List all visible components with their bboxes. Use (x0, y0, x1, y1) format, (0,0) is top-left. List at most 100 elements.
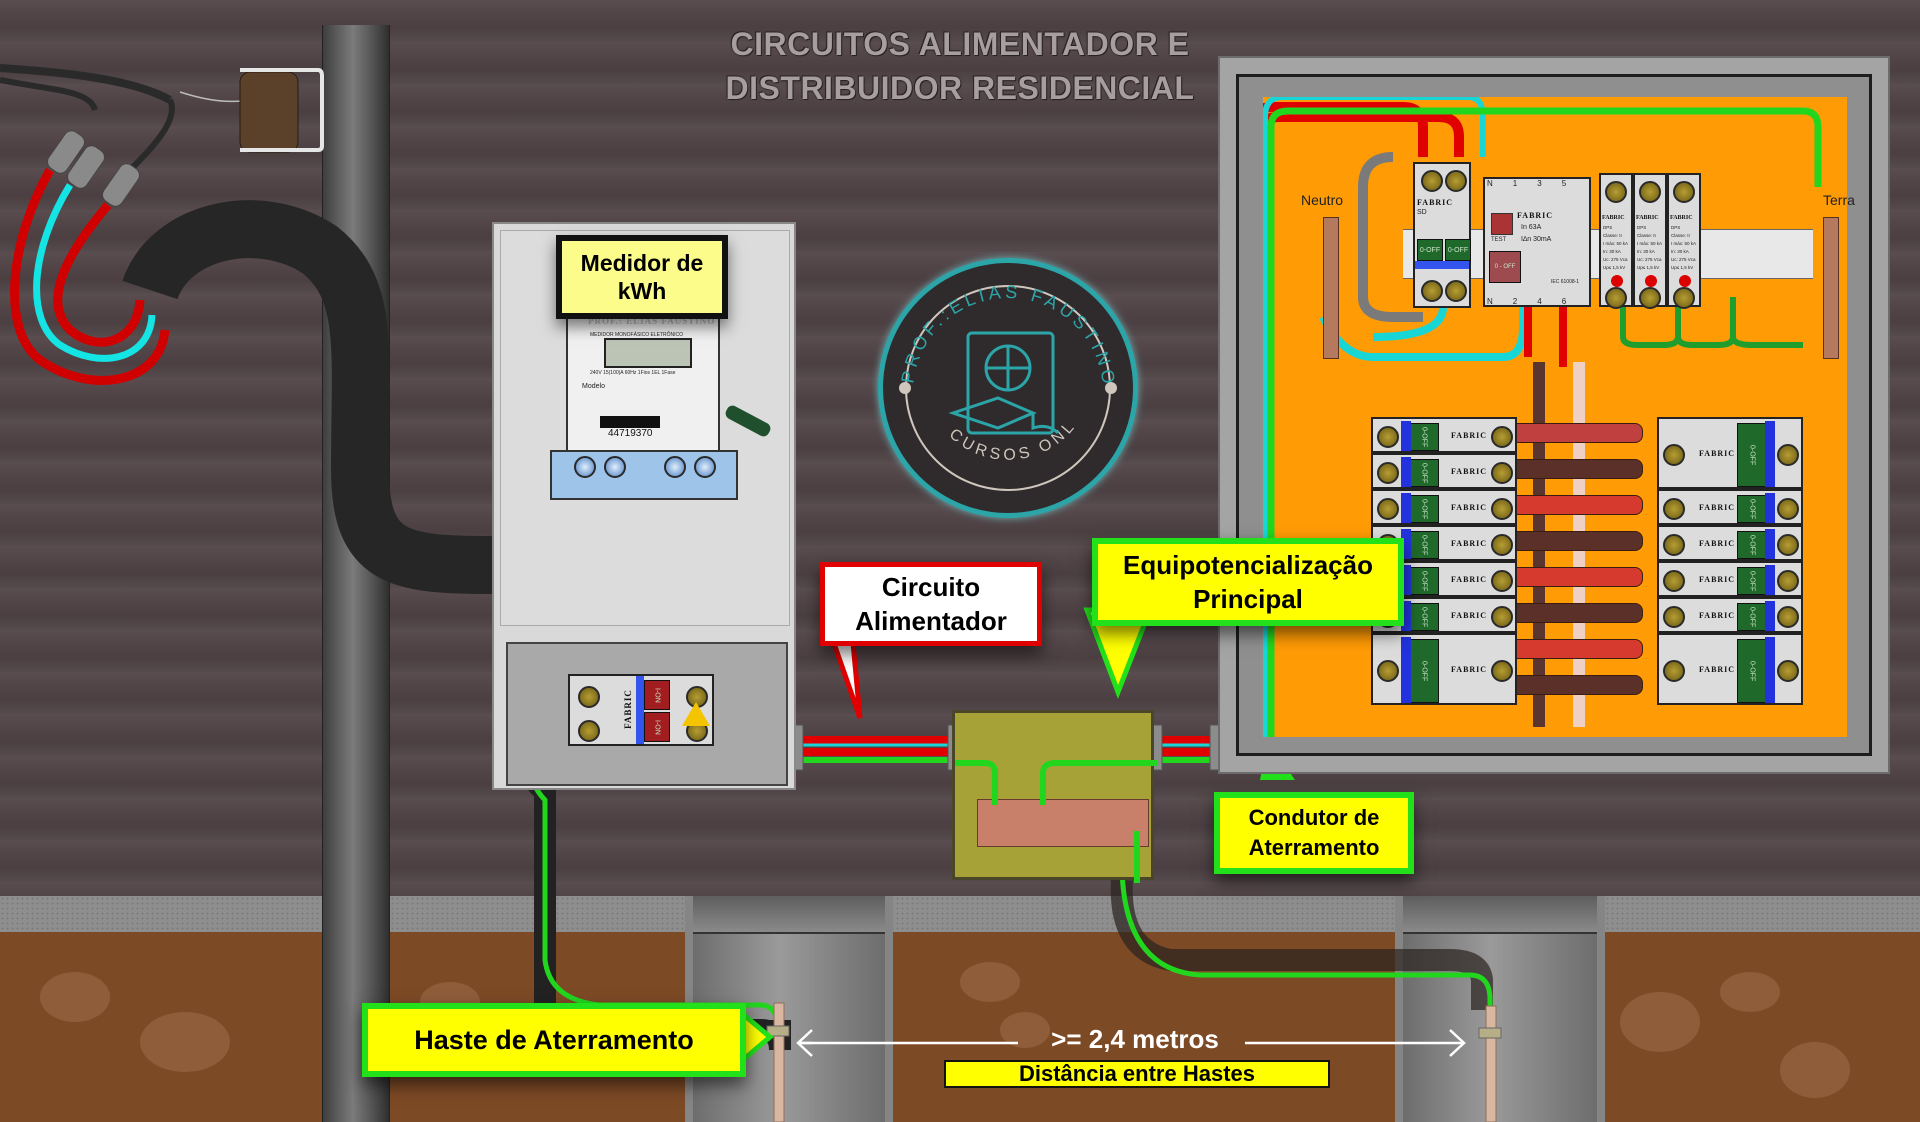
terminal-screw (1445, 170, 1467, 192)
breaker-brand: FABRIC (1699, 665, 1736, 674)
terminal-screw (1673, 287, 1695, 309)
soil-stone (1780, 1042, 1850, 1098)
breaker-brand: FABRIC (1699, 503, 1736, 512)
neutral-wire (1372, 306, 1447, 341)
earth-wire (1267, 107, 1822, 737)
terminal-screw (1663, 570, 1685, 592)
breaker-toggle[interactable]: 0-OFF (1409, 423, 1439, 451)
main-breaker-toggle[interactable]: I-ON (644, 680, 670, 710)
breaker-toggle[interactable]: 0-OFF (1737, 639, 1767, 703)
dps-spec-line: Up≤ 1,5 kV (1603, 265, 1626, 270)
terminal-screw (1777, 570, 1799, 592)
main-breaker-toggle[interactable]: I-ON (644, 712, 670, 742)
ground-conductor-callout: Condutor de Aterramento (1214, 792, 1414, 874)
terminal-screw (1605, 287, 1627, 309)
general-breaker-toggle[interactable]: 0-OFF (1445, 239, 1471, 261)
dps-status-indicator (1645, 275, 1657, 287)
terminal-screw (1491, 660, 1513, 682)
meter-specs: 240V 15(100)A 60Hz 1Fios 1EL 1Fase (590, 370, 676, 376)
terminal-screw (1377, 498, 1399, 520)
general-breaker[interactable]: FABRIC SD 0-OFF 0-OFF (1413, 162, 1471, 308)
breaker-toggle[interactable]: 0-OFF (1409, 531, 1439, 559)
terminal-screw (1377, 660, 1399, 682)
breaker-toggle[interactable]: 0-OFF (1409, 603, 1439, 631)
breaker-toggle[interactable]: 0-OFF (1409, 459, 1439, 487)
service-conduit (122, 200, 493, 594)
soil-stone (140, 1012, 230, 1072)
soil-stone (1720, 972, 1780, 1012)
bridge-wire (1358, 152, 1423, 322)
breaker-handle-bar (636, 676, 644, 744)
terminal-label: N (1487, 179, 1493, 188)
terminal-screw (1639, 287, 1661, 309)
phase-wire (53, 202, 145, 347)
bonding-callout: Equipotencialização Principal (1092, 538, 1404, 626)
breaker-handle (1765, 565, 1775, 595)
dps-status-indicator (1611, 275, 1623, 287)
arrow-right-head (1449, 1029, 1466, 1057)
terminal-screw (1377, 462, 1399, 484)
splice-connector (47, 130, 85, 174)
breaker-toggle[interactable]: 0-OFF (1737, 495, 1767, 523)
breaker-toggle[interactable]: 0-OFF (1737, 423, 1767, 487)
ground-conductor-line1: Condutor de (1248, 805, 1380, 830)
rod-clamp (1478, 1027, 1502, 1039)
meter-watermark: PROF.: ELIAS FAUSTINO (588, 316, 716, 326)
breaker-toggle[interactable]: 0-OFF (1409, 639, 1439, 703)
earth-conduit (1110, 879, 1493, 1010)
terminal-screw (1777, 498, 1799, 520)
terminal-screw (1421, 170, 1443, 192)
breaker-toggle[interactable]: 0-OFF (1737, 567, 1767, 595)
meter-callout-text: Medidor de kWh (580, 250, 704, 304)
terminal-label: 3 (1537, 179, 1542, 188)
breaker-toggle[interactable]: 0-OFF (1737, 603, 1767, 631)
dr-toggle[interactable]: 0 - OFF (1489, 251, 1521, 283)
meter-barcode (600, 416, 660, 428)
terminal-screw (604, 456, 626, 478)
breaker-toggle[interactable]: 0-OFF (1409, 567, 1439, 595)
residual-current-device[interactable]: N 1 3 5 TEST FABRIC In 63A I∆n 30mA 0 - … (1483, 177, 1591, 307)
general-breaker-type: SD (1417, 209, 1427, 216)
meter-header: MEDIDOR MONOFÁSICO ELETRÔNICO (590, 332, 684, 338)
dps-spec-line: DPS (1671, 225, 1681, 230)
dps-brand: FABRIC (1636, 215, 1659, 221)
dr-sensitivity: I∆n 30mA (1521, 236, 1552, 243)
terminal-screw (1663, 534, 1685, 556)
bonding-box (952, 710, 1157, 883)
service-drop-cable (127, 98, 175, 173)
breaker-toggle[interactable]: 0-OFF (1737, 531, 1767, 559)
earth-wire (955, 760, 998, 805)
breaker-handle (1765, 601, 1775, 631)
terminal-screw (1663, 606, 1685, 628)
dr-brand: FABRIC (1517, 211, 1554, 220)
terminal-screw (1777, 534, 1799, 556)
pit-lid (1403, 896, 1597, 934)
soil-stone (40, 972, 110, 1022)
breaker-handle (1401, 565, 1411, 595)
breaker-toggle[interactable]: 0-OFF (1409, 495, 1439, 523)
terminal-screw (574, 456, 596, 478)
bonding-callout-line1: Equipotencialização (1123, 550, 1373, 580)
dps-spec-line: Classe: II (1603, 233, 1622, 238)
terminal-screw (1491, 534, 1513, 556)
terminal-screw (1445, 280, 1467, 302)
general-breaker-toggle[interactable]: 0-OFF (1417, 239, 1443, 261)
terminal-screw (694, 456, 716, 478)
meter-callout: Medidor de kWh (556, 235, 728, 319)
dr-test-button[interactable] (1491, 213, 1513, 235)
meter-model-label: Modelo (582, 383, 605, 390)
ground-rod-callout: Haste de Aterramento (362, 1003, 746, 1077)
